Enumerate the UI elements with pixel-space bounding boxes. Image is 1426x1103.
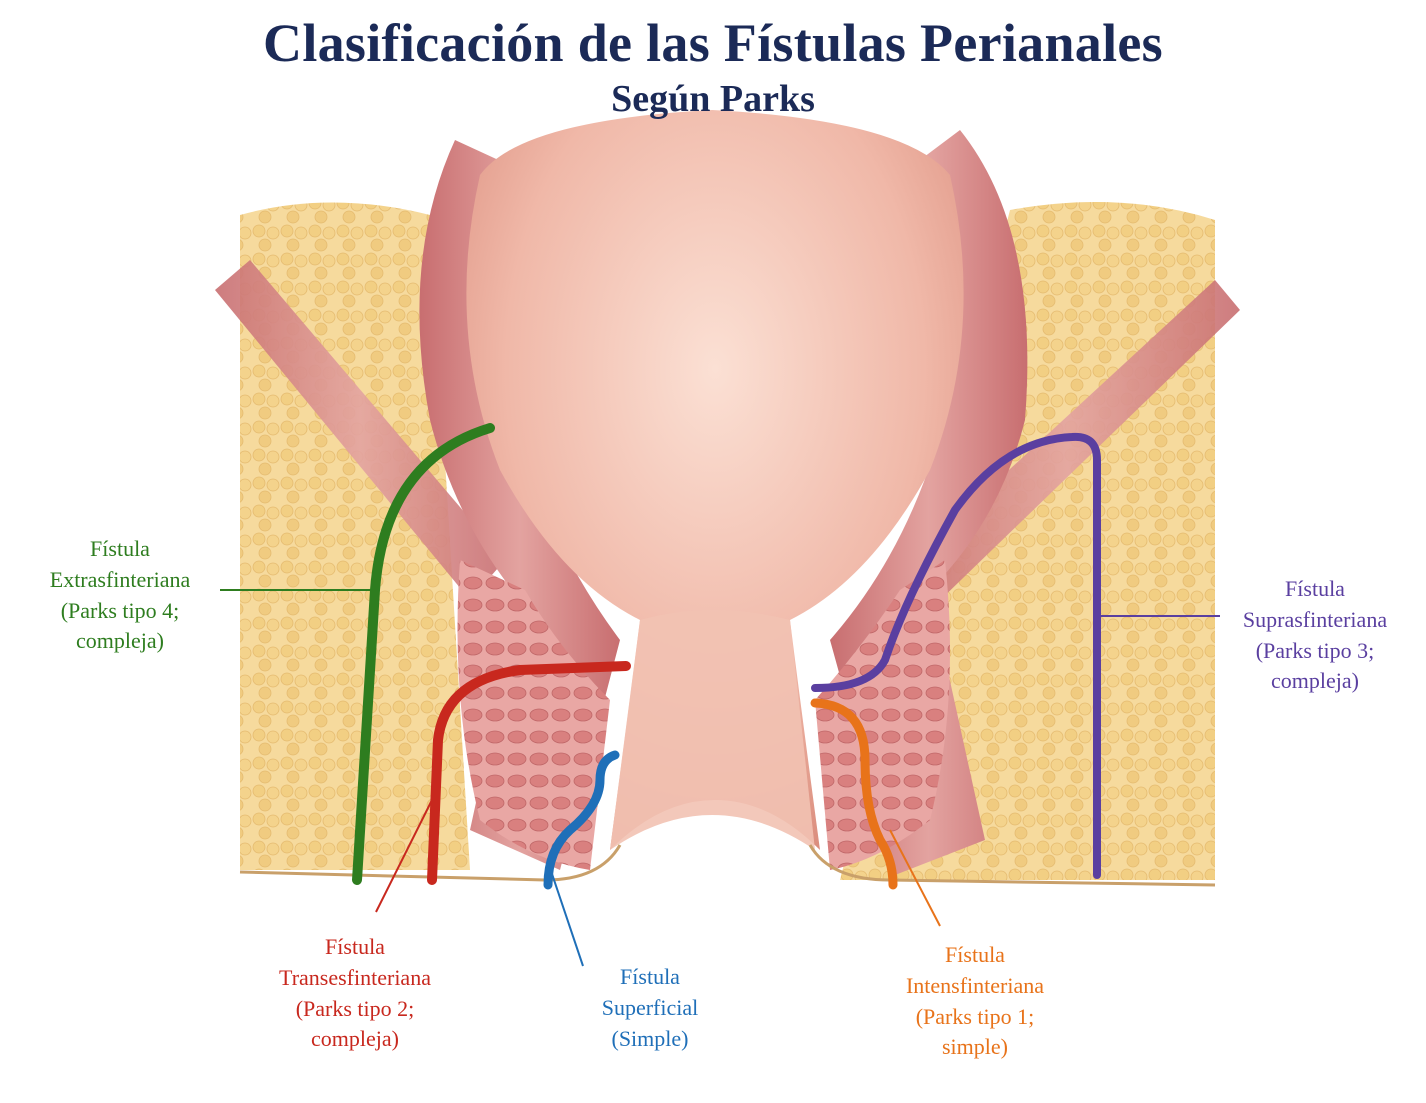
label-line: compleja) bbox=[76, 628, 164, 654]
title-block: Clasificación de las Fístulas Perianales… bbox=[0, 13, 1426, 121]
label-line: (Parks tipo 1; bbox=[915, 1003, 1035, 1029]
label-line: (Simple) bbox=[611, 1025, 689, 1051]
fistula-extrasfinteriana-tract bbox=[352, 423, 495, 885]
label-line: compleja) bbox=[1271, 668, 1359, 694]
label-line: (Parks tipo 3; bbox=[1255, 637, 1375, 663]
label-line: (Parks tipo 4; bbox=[60, 597, 180, 623]
label-line: simple) bbox=[942, 1034, 1008, 1060]
external-sphincter-right bbox=[815, 560, 950, 870]
leader-intersfinteriana bbox=[889, 829, 941, 927]
page-subtitle: Según Parks bbox=[611, 78, 815, 121]
leader-superficial bbox=[549, 867, 584, 967]
levator-right bbox=[895, 280, 1240, 610]
label-line: Superficial bbox=[601, 994, 699, 1020]
page-title: Clasificación de las Fístulas Perianales bbox=[263, 13, 1163, 73]
label-line: Suprasfinteriana bbox=[1242, 606, 1388, 632]
label-extrasfinteriana: Fístula Extrasfinteriana (Parks tipo 4; … bbox=[20, 534, 220, 657]
levator-left bbox=[215, 260, 505, 600]
label-line: Fístula bbox=[945, 942, 1005, 967]
label-superficial: Fístula Superficial (Simple) bbox=[560, 962, 740, 1054]
label-line: Transesfinteriana bbox=[279, 964, 431, 990]
label-line: Intensfinteriana bbox=[905, 972, 1045, 998]
label-suprasfinteriana: Fístula Suprasfinteriana (Parks tipo 3; … bbox=[1215, 574, 1415, 697]
fistula-superficial-tract bbox=[543, 750, 620, 890]
label-intersfinteriana: Fístula Intensfinteriana (Parks tipo 1; … bbox=[870, 940, 1080, 1063]
label-line: Fístula bbox=[90, 536, 150, 561]
fistula-intersfinteriana-tract bbox=[810, 698, 898, 890]
fistula-transesfinteriana-tract bbox=[427, 661, 631, 885]
label-transesfinteriana: Fístula Transesfinteriana (Parks tipo 2;… bbox=[250, 932, 460, 1055]
label-line: Fístula bbox=[325, 934, 385, 959]
leader-transesfinteriana bbox=[375, 799, 433, 913]
rectal-lumen bbox=[466, 110, 964, 850]
label-line: Fístula bbox=[620, 964, 680, 989]
external-sphincter-left bbox=[457, 560, 610, 870]
label-line: Fístula bbox=[1285, 576, 1345, 601]
label-line: Extrasfinteriana bbox=[49, 566, 191, 592]
fistula-suprasfinteriana-tract bbox=[811, 432, 1101, 879]
label-line: compleja) bbox=[311, 1026, 399, 1052]
anal-canal bbox=[610, 610, 815, 850]
label-line: (Parks tipo 2; bbox=[295, 995, 415, 1021]
